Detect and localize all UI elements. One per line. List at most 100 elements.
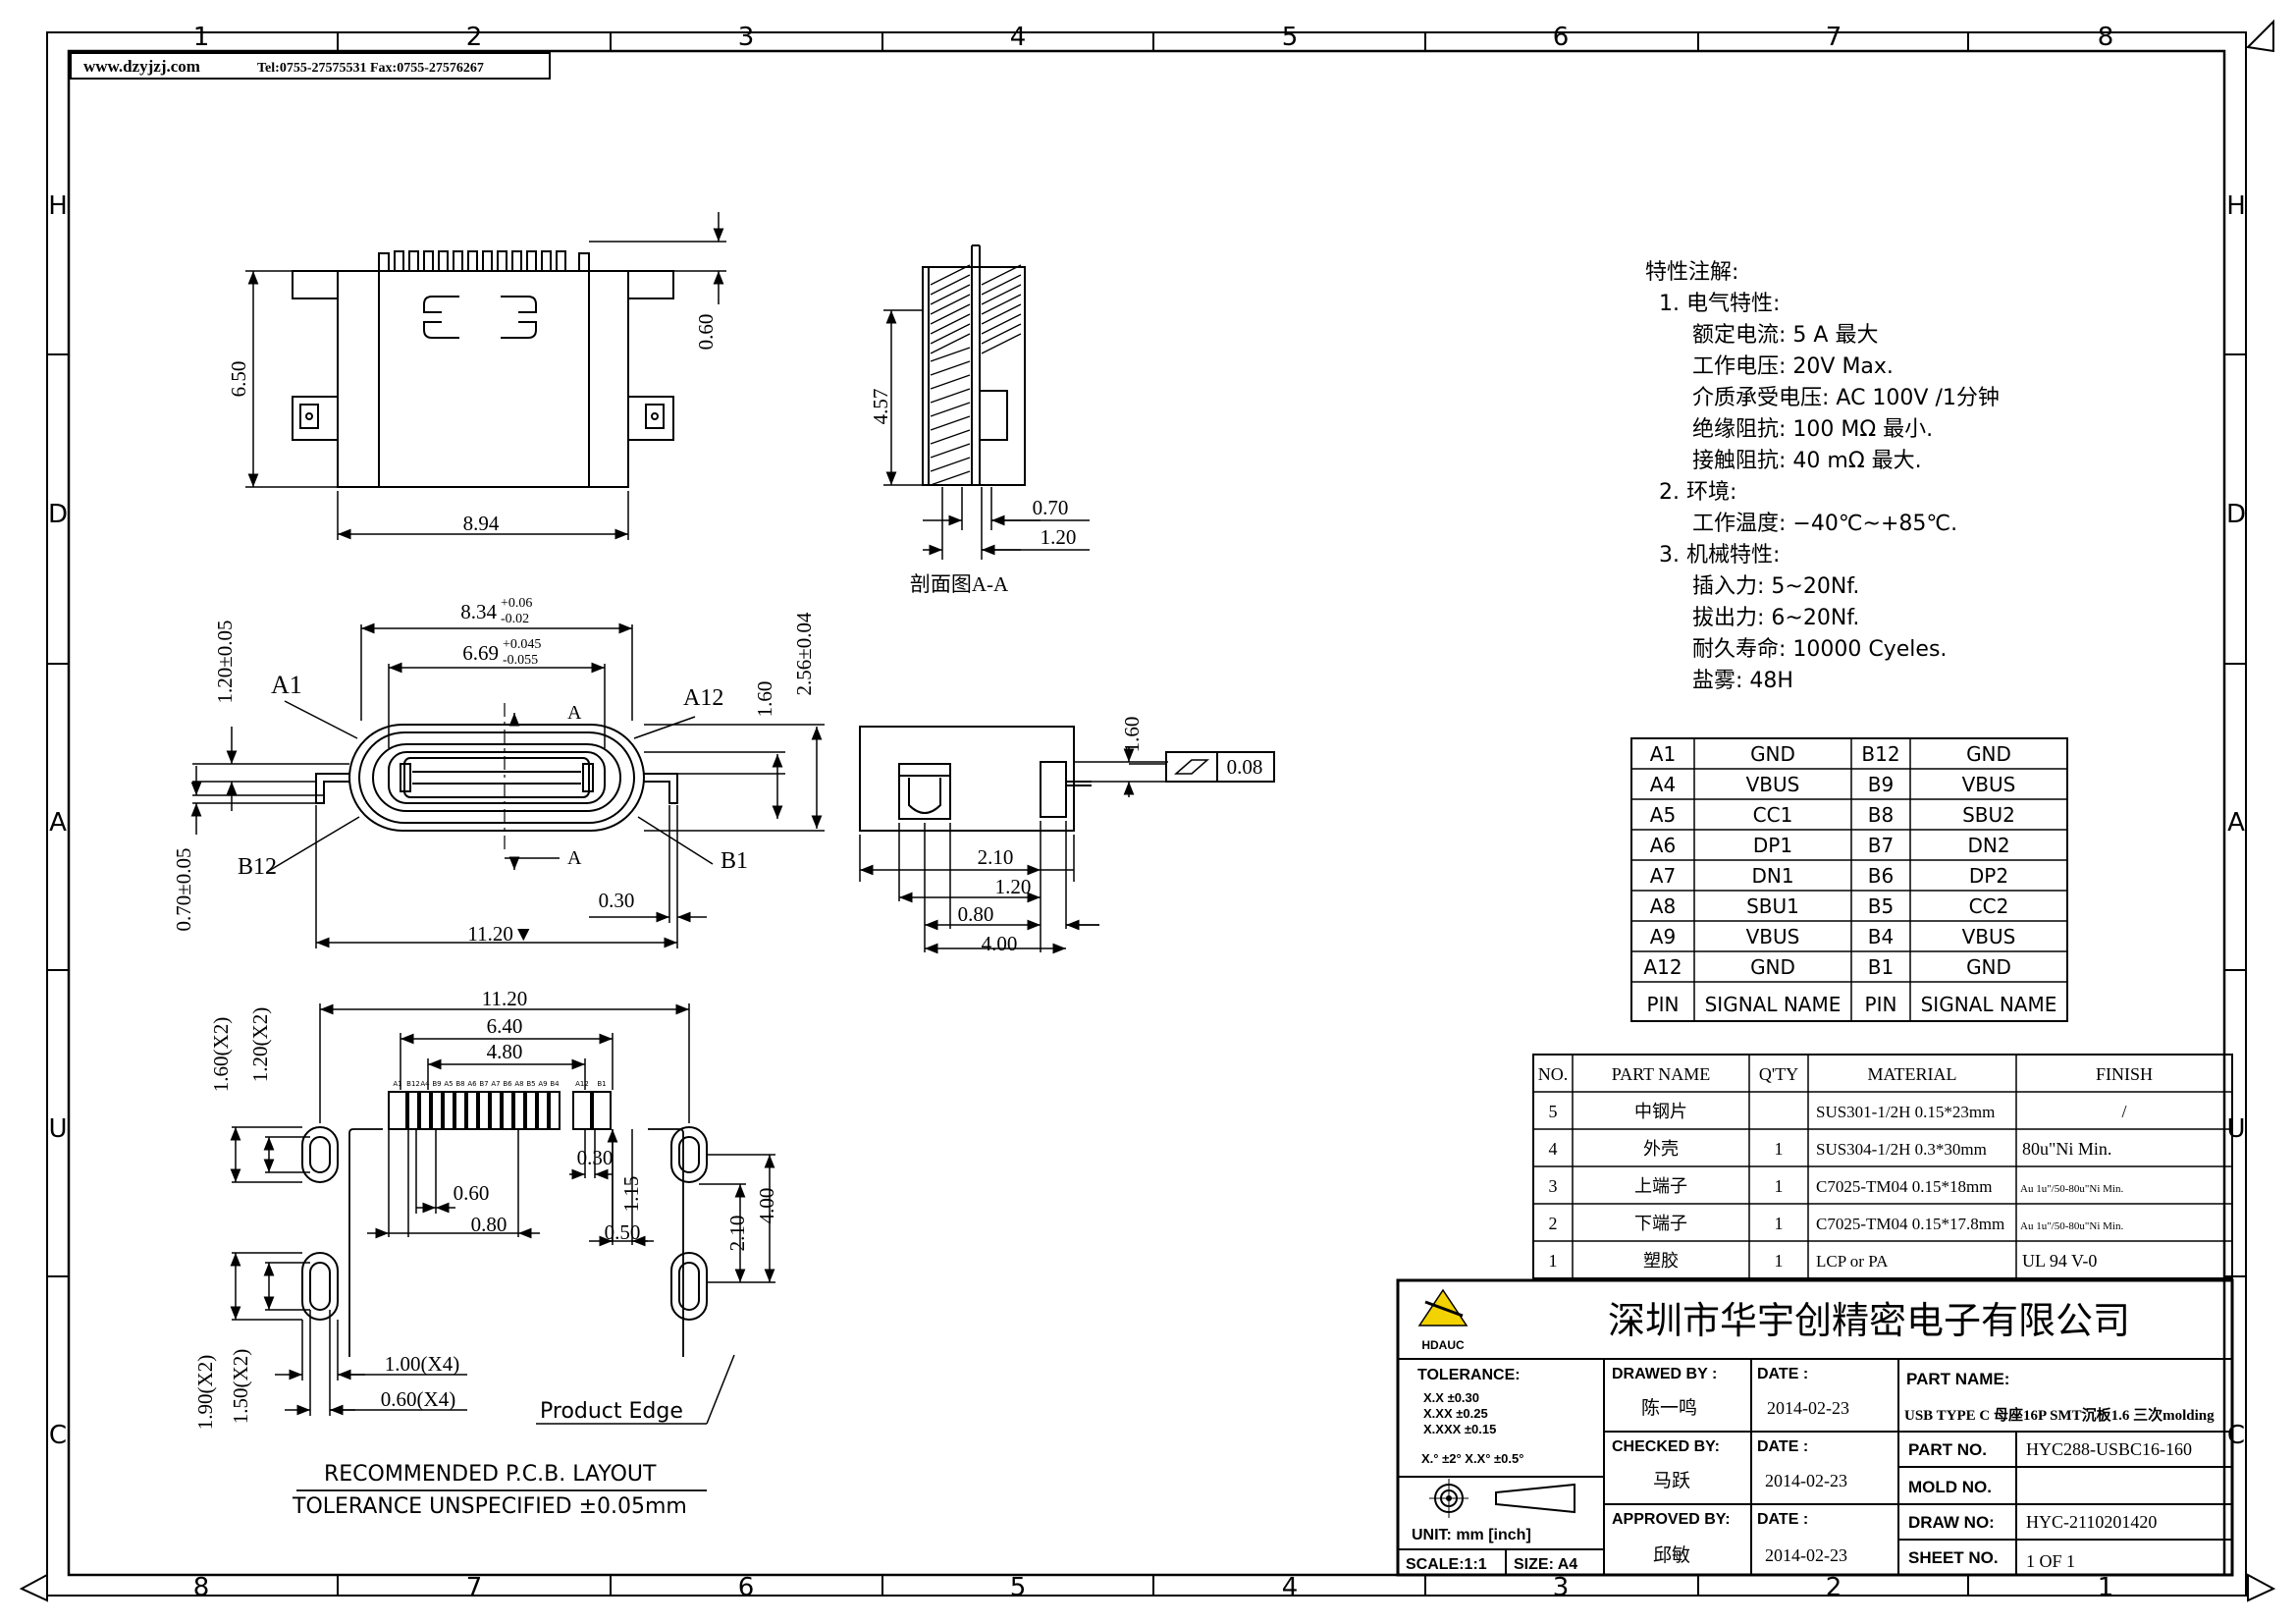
pcb-pad: [454, 1091, 466, 1130]
dim-pcb-120x2: 1.20(X2): [248, 1007, 272, 1082]
terminal-tooth: [453, 250, 463, 271]
terminal-tooth: [438, 250, 449, 271]
frame-ticks: [47, 32, 2246, 1596]
col-label: 8: [2098, 23, 2114, 52]
pin-table-header: SIGNAL NAME: [1921, 993, 2057, 1016]
pin-table-cell: VBUS: [1962, 773, 2016, 796]
mold-no-label: MOLD NO.: [1908, 1478, 1992, 1496]
terminal-tooth: [526, 250, 537, 271]
dim-front-inner-tol-up: +0.045: [503, 637, 541, 652]
hatch-line: [930, 284, 971, 305]
bom-cell: 3: [1549, 1176, 1558, 1196]
hatch-line: [981, 303, 1022, 325]
title-block-text: 深圳市华宇创精密电子有限公司 TOLERANCE: X.X ±0.30 X.XX…: [1406, 1299, 2215, 1573]
pin-table-cell: GND: [1966, 742, 2011, 766]
pad-label: B1: [597, 1080, 606, 1088]
hatch-line: [981, 294, 1022, 315]
draw-no: HYC-2110201420: [2026, 1512, 2157, 1532]
terminal-tooth: [556, 250, 566, 271]
pin-table-cell: B7: [1868, 834, 1894, 857]
label-b12: B12: [238, 854, 277, 880]
bom-cell: /: [2121, 1102, 2126, 1121]
col-label: 7: [466, 1573, 483, 1602]
bom-cell: 中钢片: [1634, 1102, 1687, 1122]
pin-table-cell: A6: [1650, 834, 1676, 857]
pad-label: A9: [538, 1080, 547, 1088]
pcb-pad: [513, 1091, 525, 1130]
draw-no-label: DRAW NO:: [1908, 1513, 1995, 1532]
bom-cell: 2: [1549, 1214, 1558, 1233]
side-dims-text: 1.60 0.08 2.10 1.20 0.80 4.00: [958, 717, 1263, 955]
tolerance-line: X.X ±0.30: [1423, 1390, 1479, 1405]
checked-label: CHECKED BY:: [1612, 1438, 1720, 1455]
row-label: D: [48, 500, 68, 529]
pad-label: B6: [503, 1080, 512, 1088]
date-approved: 2014-02-23: [1765, 1545, 1847, 1565]
hatch-line: [930, 457, 971, 472]
bom-header-cell: FINISH: [2096, 1064, 2153, 1084]
pcb-pad: [407, 1091, 419, 1130]
flatness-value: 0.08: [1227, 755, 1263, 779]
frame-row-labels-left: H D A U C: [48, 191, 68, 1450]
dim-pcb-210: 2.10: [725, 1216, 749, 1252]
label-b1: B1: [721, 848, 748, 874]
pin-table-cell: A4: [1650, 773, 1676, 796]
spec-line: 1. 电气特性:: [1659, 292, 1780, 316]
part-name-label: PART NAME:: [1906, 1370, 2009, 1388]
bom-cell: C7025-TM04 0.15*17.8mm: [1816, 1215, 2004, 1233]
pcb-pad: [572, 1091, 592, 1130]
dim-side-160: 1.60: [1120, 717, 1144, 753]
approved-label: APPROVED BY:: [1612, 1511, 1731, 1528]
checked-by: 马跃: [1653, 1470, 1690, 1491]
spec-line: 工作电压: 20V Max.: [1692, 354, 1894, 379]
hatch-line: [930, 388, 971, 404]
hatch-line: [930, 470, 971, 486]
sheet-no: 1 OF 1: [2026, 1551, 2075, 1571]
hatch-line: [930, 303, 971, 325]
label-a1: A1: [271, 671, 302, 699]
bom-cell: Au 1u"/50-80u"Ni Min.: [2020, 1220, 2123, 1232]
dim-side-400: 4.00: [982, 932, 1018, 955]
dim-side-080: 0.80: [958, 902, 994, 926]
dim-front-070: 0.70±0.05: [172, 847, 195, 931]
bom-header-cell: MATERIAL: [1868, 1064, 1957, 1084]
bom-header-cell: NO.: [1538, 1064, 1569, 1084]
hatch-line: [930, 402, 971, 417]
dim-pcb-115: 1.15: [619, 1176, 643, 1213]
pin-table-header: PIN: [1647, 993, 1680, 1016]
pad-label: A1: [393, 1080, 401, 1088]
dim-front-outer-tol-dn: -0.02: [501, 612, 529, 626]
pad-label: B9: [432, 1080, 441, 1088]
dim-pcb-030: 0.30: [577, 1146, 614, 1169]
pin-table-cell: B4: [1868, 925, 1894, 948]
bom-cell: 塑胶: [1643, 1251, 1679, 1272]
date-label: DATE :: [1757, 1366, 1808, 1382]
dim-front-256: 2.56±0.04: [792, 612, 816, 696]
terminal-tooth: [467, 250, 478, 271]
pad-label: A12: [575, 1080, 589, 1088]
dim-side-210: 2.10: [978, 845, 1014, 869]
pin-table-cell: DP2: [1969, 864, 2008, 888]
pad-label: A5: [444, 1080, 453, 1088]
bom-cell: 1: [1775, 1251, 1784, 1271]
pad-label: B8: [455, 1080, 464, 1088]
pin-table-cell: A5: [1650, 803, 1676, 827]
pin-table-cell: CC1: [1753, 803, 1793, 827]
pcb-pad: [388, 1091, 407, 1130]
pad-label: B4: [550, 1080, 560, 1088]
dim-pcb-190x2: 1.90(X2): [193, 1355, 217, 1430]
spec-line: 拔出力: 6~20Nf.: [1692, 606, 1859, 630]
pin-table-cell: SBU2: [1962, 803, 2015, 827]
scale-label: SCALE:1:1: [1406, 1556, 1487, 1573]
bom-cell: UL 94 V-0: [2022, 1251, 2097, 1271]
spec-line: 插入力: 5~20Nf.: [1692, 574, 1859, 599]
pad-label: A8: [514, 1080, 523, 1088]
terminal-tooth: [482, 250, 493, 271]
row-label: C: [49, 1421, 67, 1450]
size-label: SIZE: A4: [1514, 1556, 1577, 1573]
date-checked: 2014-02-23: [1765, 1471, 1847, 1490]
part-name: USB TYPE C 母座16P SMT沉板1.6 三次molding: [1904, 1406, 2215, 1424]
hatch-line: [981, 284, 1022, 305]
